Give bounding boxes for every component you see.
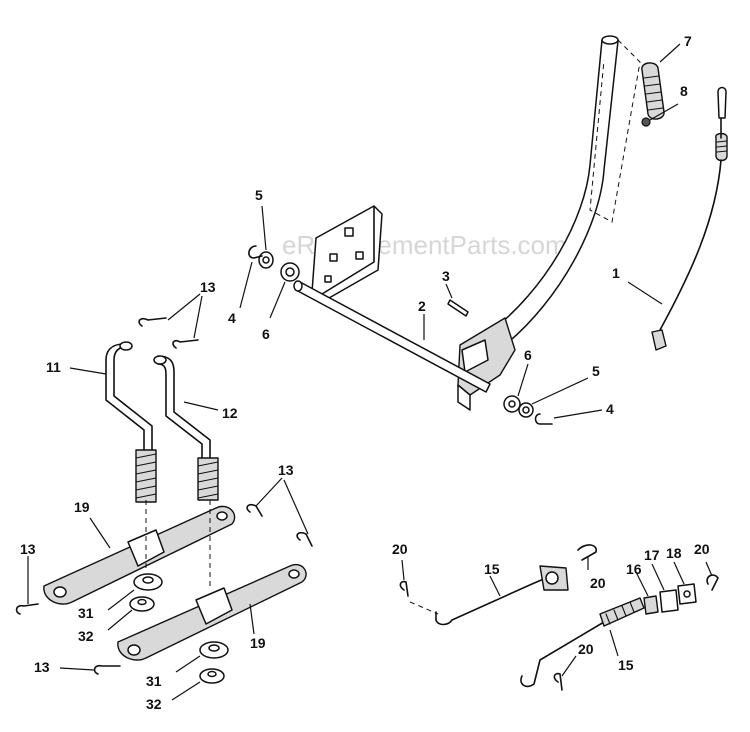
callout-2: 2 <box>418 298 426 314</box>
part-3-pin <box>445 283 469 317</box>
part-11-lift-link <box>69 341 157 503</box>
part-15-adjustment-rod-upper <box>435 565 569 626</box>
part-12-lift-link <box>153 355 219 501</box>
part-13-hairpin-clips-top <box>138 293 203 349</box>
callout-16: 16 <box>626 561 642 577</box>
mounting-plate <box>311 205 383 303</box>
part-4-clip-right <box>534 409 603 425</box>
callout-32-upper: 32 <box>78 628 94 644</box>
callout-13-bottom: 13 <box>34 659 50 675</box>
part-2-cross-shaft <box>293 280 491 393</box>
callout-3: 3 <box>442 268 450 284</box>
callout-13-right: 13 <box>278 462 294 478</box>
callout-11: 11 <box>46 359 61 375</box>
callout-12: 12 <box>222 405 238 421</box>
part-20-clip-bottom <box>553 655 577 691</box>
part-20-clip-right <box>705 561 719 591</box>
part-6-bushing-left <box>269 262 300 319</box>
callout-6-right: 6 <box>524 347 532 363</box>
callout-5-left: 5 <box>255 187 263 203</box>
part-31-spacer-lower <box>175 641 229 673</box>
part-19-lift-arm-upper <box>43 505 236 605</box>
part-4-clip-left <box>239 245 263 309</box>
part-17-trunnion <box>651 563 679 613</box>
callout-6-left: 6 <box>262 326 270 342</box>
callout-17: 17 <box>644 547 660 563</box>
part-13-hairpin-clips-right <box>246 477 313 547</box>
alignment-dash-15 <box>409 601 439 615</box>
part-8-button <box>641 103 679 127</box>
callout-labels: 7 8 1 5 4 6 3 2 6 5 4 13 11 12 13 19 13 … <box>20 33 710 712</box>
callout-4-left: 4 <box>228 310 236 326</box>
callout-4-right: 4 <box>606 401 614 417</box>
callout-8: 8 <box>680 83 688 99</box>
callout-18: 18 <box>666 545 682 561</box>
part-7-handle-grip <box>641 43 681 120</box>
part-18-block <box>673 561 697 605</box>
lift-lever <box>457 35 641 411</box>
callout-1: 1 <box>612 265 620 281</box>
callout-20-bottom: 20 <box>578 641 594 657</box>
part-32-nut-upper <box>107 596 155 631</box>
part-13-hairpin-clip-bottom <box>59 664 121 675</box>
callout-15-upper: 15 <box>484 561 500 577</box>
part-6-bushing-right <box>503 363 529 413</box>
part-20-clip-mid <box>577 544 597 570</box>
callout-19-lower: 19 <box>250 635 266 651</box>
callout-5-right: 5 <box>592 363 600 379</box>
part-32-nut-lower <box>171 668 225 701</box>
callout-32-lower: 32 <box>146 696 162 712</box>
callout-15-lower: 15 <box>618 657 634 673</box>
part-20-clip-left <box>399 559 409 597</box>
part-15-adjustment-rod-lower <box>520 597 645 688</box>
callout-20-right: 20 <box>694 541 710 557</box>
callout-13-left: 13 <box>20 541 36 557</box>
part-31-spacer-upper <box>107 573 163 611</box>
callout-20-mid: 20 <box>590 575 606 591</box>
callout-13-top: 13 <box>200 279 216 295</box>
part-13-hairpin-clip-left <box>15 556 39 615</box>
part-5-washer-left <box>258 205 274 269</box>
part-1-control-rod <box>627 86 728 351</box>
callout-7: 7 <box>684 33 692 49</box>
callout-19-upper: 19 <box>74 499 90 515</box>
part-16-nut <box>635 571 659 615</box>
callout-20-left: 20 <box>392 541 408 557</box>
callout-31-upper: 31 <box>78 605 94 621</box>
part-19-lift-arm-lower <box>117 563 307 661</box>
part-5-washer-right <box>518 377 589 418</box>
callout-31-lower: 31 <box>146 673 162 689</box>
